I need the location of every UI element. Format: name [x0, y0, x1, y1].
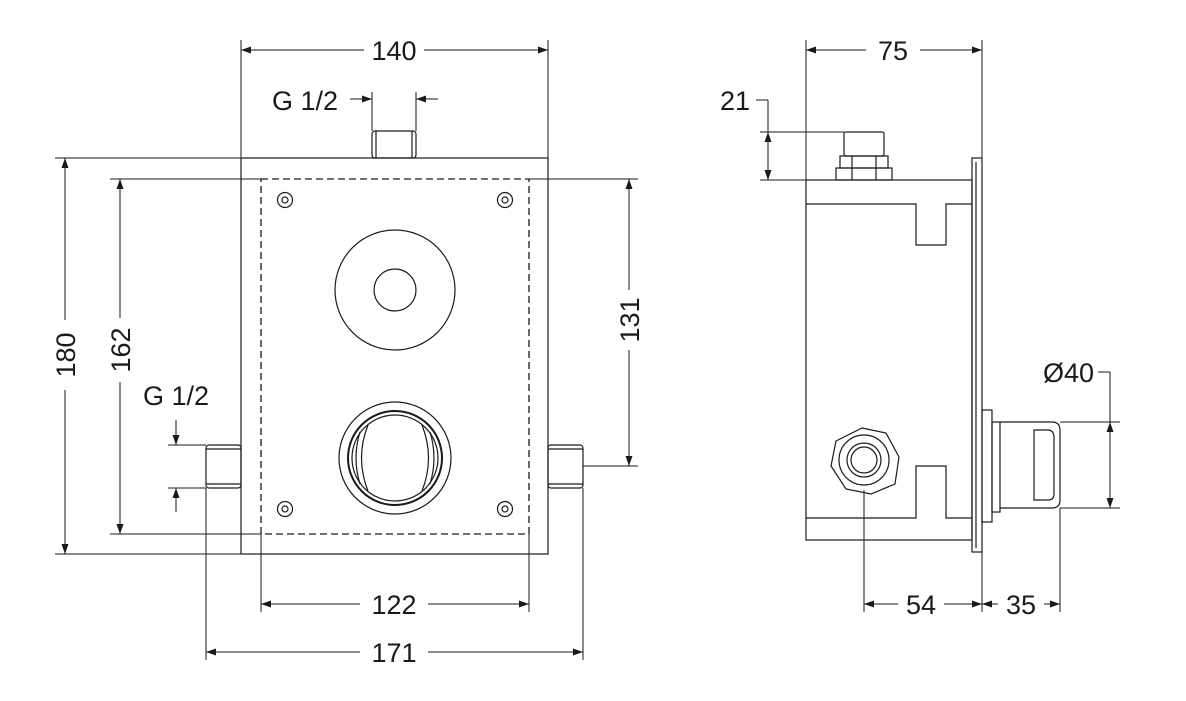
screw-top-left: [276, 191, 294, 209]
front-housing: [240, 157, 549, 555]
dim-front-overall-width: 171: [205, 488, 584, 668]
dim-front-cover-width: 122: [260, 534, 530, 620]
dim-front-overall-width-label: 171: [371, 638, 416, 668]
dim-front-side-height-label: 131: [615, 297, 645, 342]
dim-front-cover-width-label: 122: [371, 590, 416, 620]
front-top-connection: [371, 130, 417, 159]
dim-front-total-height: 180: [51, 157, 241, 555]
dim-front-side-connection-label: G 1/2: [143, 381, 209, 411]
dim-side-inlet-offset-label: 54: [906, 590, 936, 620]
dim-front-cover-height: 162: [106, 178, 261, 535]
dim-front-width-label: 140: [371, 36, 416, 66]
dim-side-knob-projection-label: 35: [1006, 590, 1036, 620]
screw-bottom-right: [496, 500, 514, 518]
dim-side-diameter-label: Ø40: [1043, 358, 1094, 388]
dim-side-connection-height-label: 21: [720, 86, 750, 116]
dim-front-cover-height-label: 162: [106, 327, 136, 372]
screw-bottom-left: [276, 500, 294, 518]
side-view: [805, 131, 1061, 553]
side-lower-nut: [830, 427, 900, 495]
dim-side-inlet-offset: 54: [863, 490, 983, 620]
dim-front-top-connection-label: G 1/2: [272, 86, 338, 116]
dim-side-diameter: Ø40: [1043, 358, 1120, 509]
dim-front-total-height-label: 180: [51, 332, 81, 377]
dim-front-side-height: 131: [529, 178, 645, 467]
screw-top-right: [496, 191, 514, 209]
side-top-notch: [806, 203, 972, 246]
dim-front-width: 140: [240, 36, 549, 158]
front-left-connection: [205, 444, 242, 489]
lower-ring: [338, 401, 452, 515]
front-right-connection: [547, 444, 584, 489]
dim-side-connection-height: 21: [720, 86, 844, 181]
dim-side-depth-label: 75: [878, 36, 908, 66]
front-cover-outline: [260, 178, 530, 535]
front-view: [205, 130, 584, 555]
side-front-plate: [971, 157, 983, 553]
dim-side-knob-projection: 35: [982, 508, 1061, 620]
dim-front-side-connection: G 1/2: [143, 381, 209, 512]
dim-side-depth: 75: [805, 36, 983, 180]
dim-front-top-connection: G 1/2: [272, 86, 438, 131]
side-top-fitting: [835, 131, 893, 181]
upper-disc: [334, 229, 456, 351]
side-knob: [981, 409, 1061, 523]
side-bottom-notch: [806, 465, 972, 519]
